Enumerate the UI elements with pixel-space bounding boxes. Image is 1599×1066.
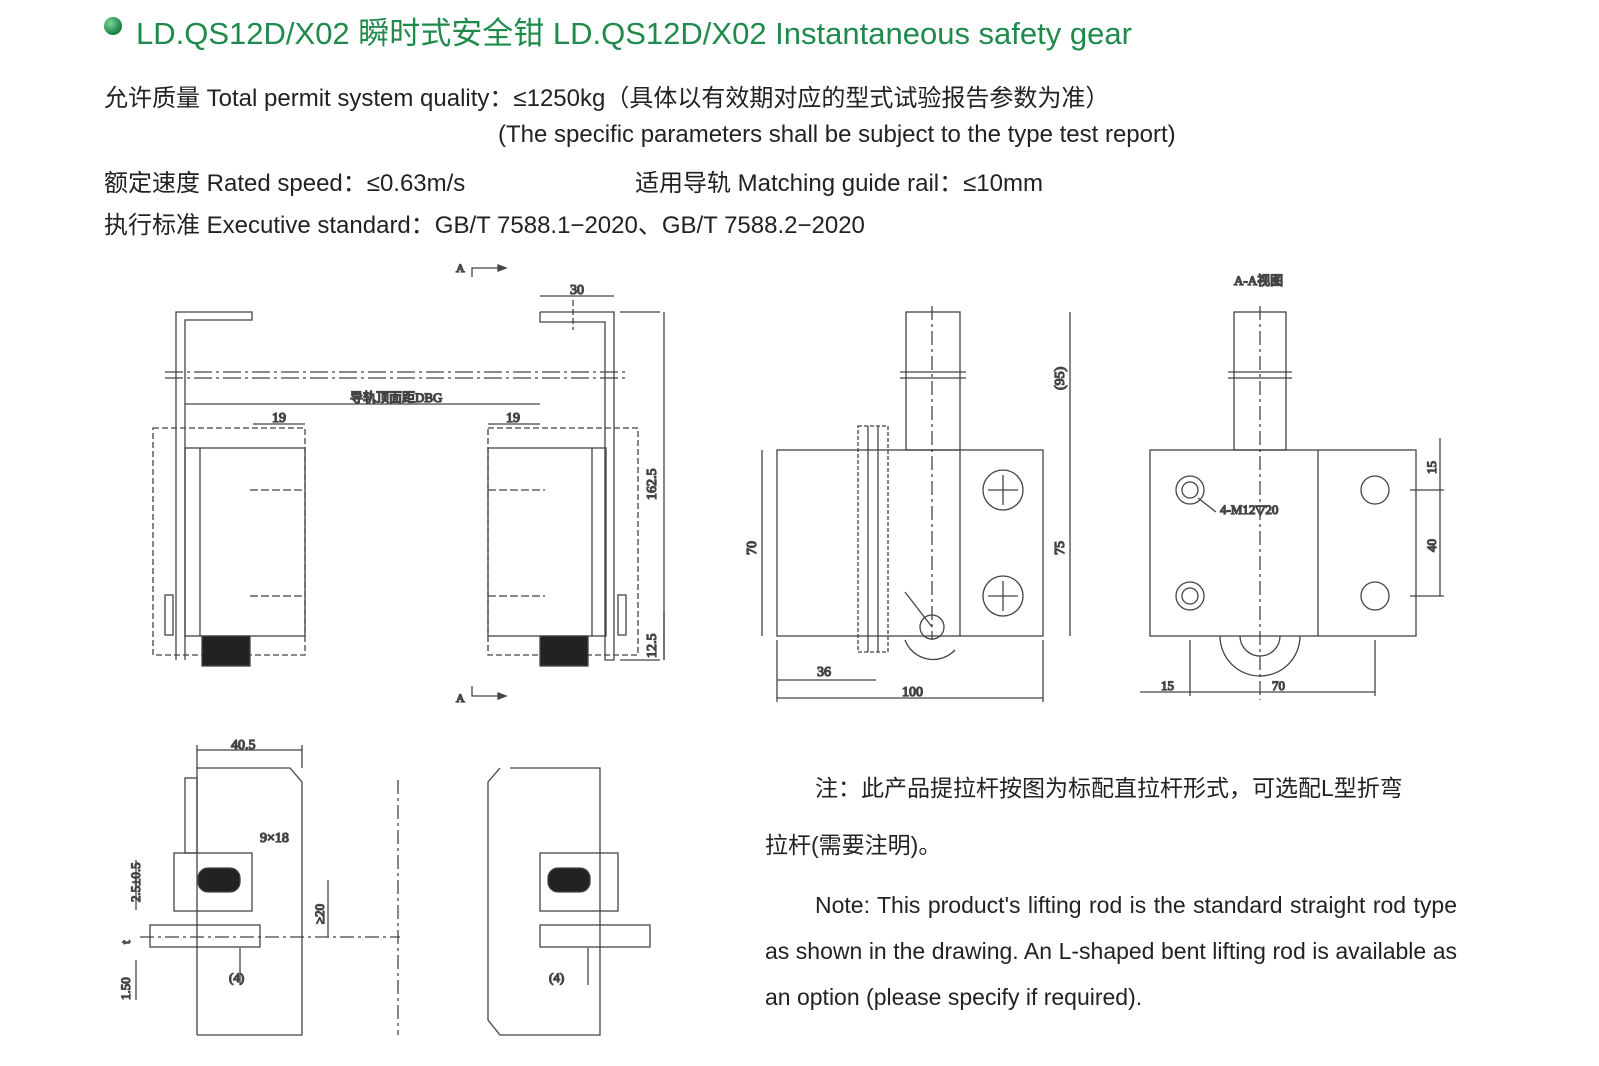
label-dim-40: 40 — [1424, 539, 1439, 552]
side-view-drawing — [761, 306, 1071, 702]
note-cn-line1: 注：此产品提拉杆按图为标配直拉杆形式，可选配L型折弯 — [815, 775, 1403, 801]
label-section-a-top: A — [456, 261, 465, 275]
label-dim-70-bottom: 70 — [1272, 678, 1285, 693]
label-dim-100: 100 — [902, 685, 923, 700]
label-dim-4-left: (4) — [229, 970, 244, 985]
label-dim-2-5: 2.5±0.5 — [128, 862, 143, 902]
label-dim-1-50: 1.50 — [118, 977, 133, 1000]
label-dim-30: 30 — [570, 283, 584, 298]
note-cn-line2: 拉杆(需要注明)。 — [765, 832, 942, 858]
label-dim-4-right: (4) — [549, 970, 564, 985]
title-bullet-icon — [104, 17, 122, 35]
label-section-a-bottom: A — [456, 691, 465, 705]
spec-standard: 执行标准 Executive standard：GB/T 7588.1−2020… — [104, 212, 865, 239]
note-block: 注：此产品提拉杆按图为标配直拉杆形式，可选配L型折弯 拉杆(需要注明)。 Not… — [765, 765, 1457, 1020]
label-dim-ge20: ≥20 — [312, 904, 327, 924]
label-dim-19-left: 19 — [272, 411, 286, 426]
label-dim-162-5: 162.5 — [645, 469, 660, 501]
label-dim-95: (95) — [1053, 366, 1068, 390]
label-dim-40-5: 40.5 — [231, 738, 256, 753]
spec-quality-note: (The specific parameters shall be subjec… — [498, 121, 1176, 148]
label-aa-view: A-A视图 — [1234, 273, 1283, 288]
label-dim-9x18: 9×18 — [260, 831, 289, 846]
label-dim-70-side: 70 — [745, 541, 760, 555]
spec-rail: 适用导轨 Matching guide rail：≤10mm — [635, 170, 1043, 197]
detail-drawing — [135, 745, 651, 1036]
note-en: Note: This product's lifting rod is the … — [765, 892, 1457, 1010]
label-dim-19-right: 19 — [506, 411, 520, 426]
label-dim-36: 36 — [817, 665, 831, 680]
label-thread: 4-M12▽20 — [1220, 502, 1278, 517]
label-dim-15-bottom: 15 — [1161, 678, 1174, 693]
spec-quality: 允许质量 Total permit system quality：≤1250kg… — [104, 85, 1110, 112]
aa-view-drawing — [1140, 306, 1444, 700]
label-dim-12-5: 12.5 — [645, 634, 660, 659]
front-view-drawing — [152, 264, 665, 700]
label-dim-15-top: 15 — [1424, 461, 1439, 474]
label-dim-t: t — [118, 940, 133, 944]
page-title: LD.QS12D/X02 瞬时式安全钳 LD.QS12D/X02 Instant… — [136, 16, 1132, 51]
label-dbg: 导轨顶面距DBG — [350, 390, 442, 405]
label-dim-75: 75 — [1053, 541, 1068, 555]
spec-speed: 额定速度 Rated speed：≤0.63m/s — [104, 170, 466, 197]
